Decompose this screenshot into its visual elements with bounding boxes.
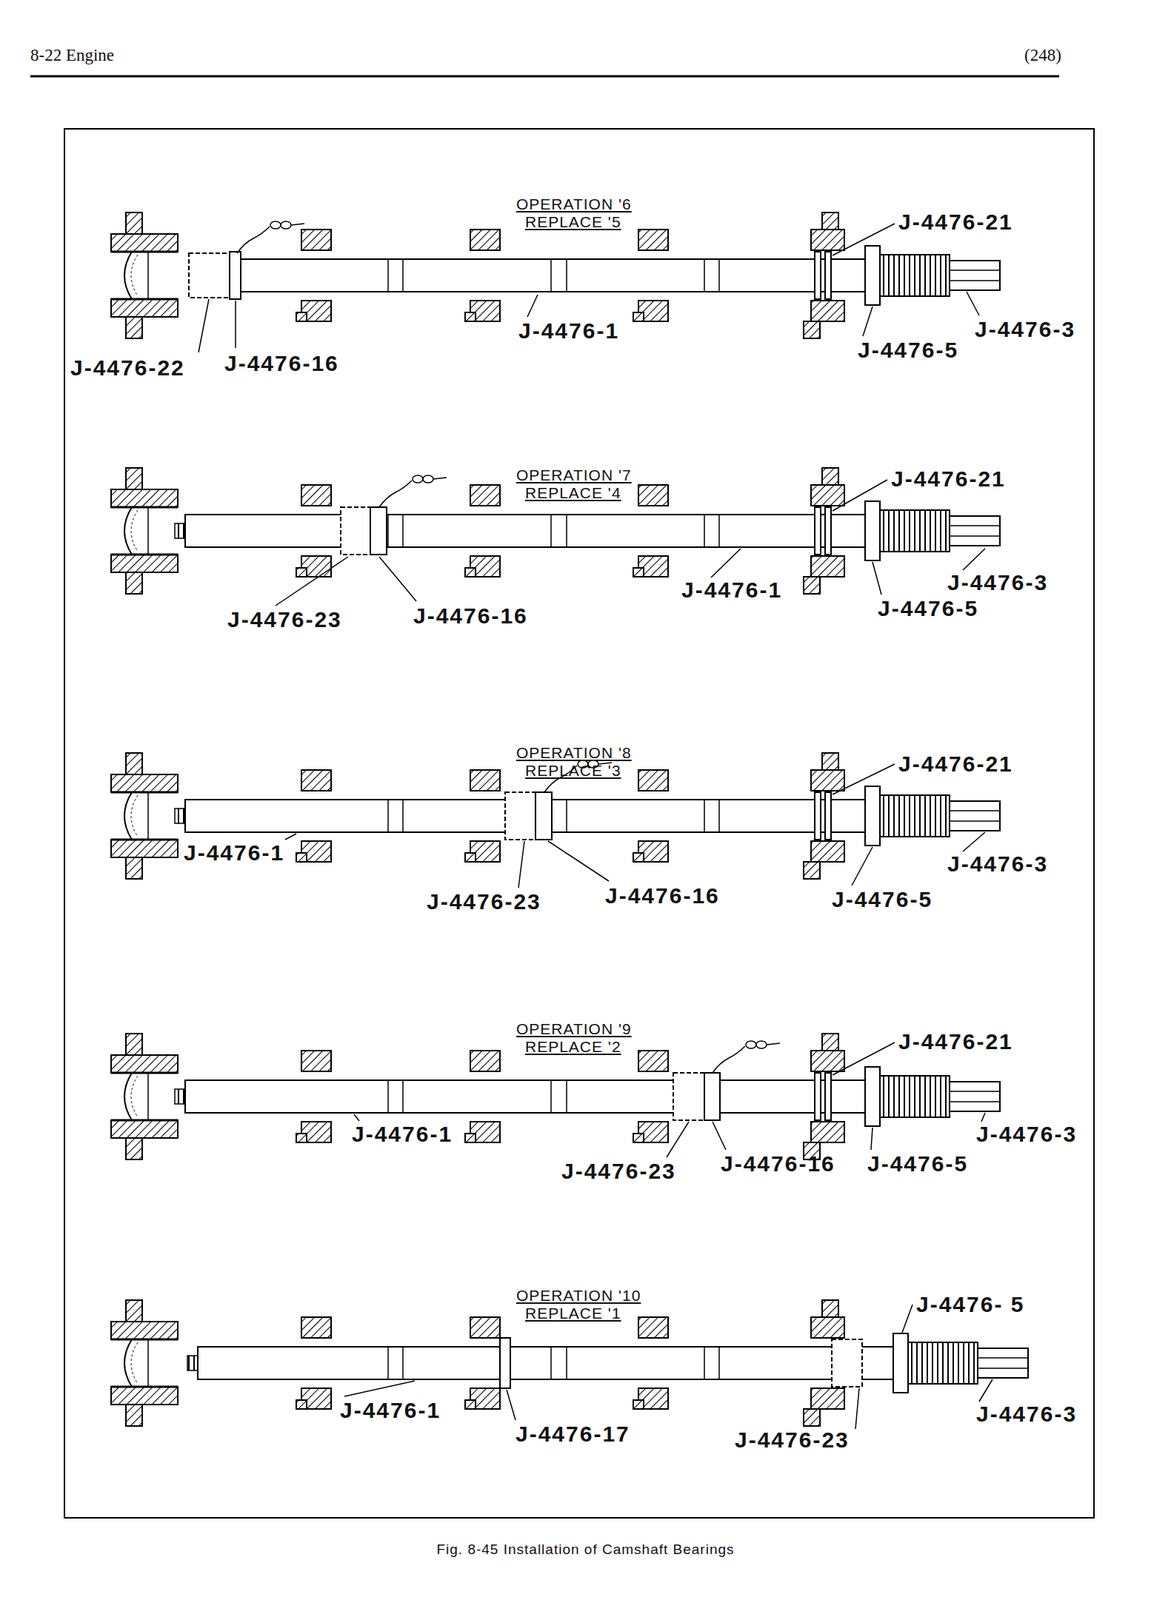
operation-label: OPERATION '8: [516, 744, 632, 763]
part-number: J-4476-5: [831, 887, 933, 914]
part-number: J-4476-23: [734, 1428, 850, 1454]
part-number: J-4476-1: [183, 840, 285, 867]
part-number: J-4476-3: [947, 570, 1049, 597]
operation-label: REPLACE '4: [525, 484, 622, 503]
part-number: J-4476-3: [974, 317, 1076, 343]
part-number: J-4476-3: [976, 1402, 1077, 1429]
part-number: J-4476-21: [898, 751, 1014, 778]
part-number: J-4476-3: [976, 1122, 1077, 1149]
page-header: 8-22 Engine: [30, 45, 115, 66]
part-number: J-4476-1: [339, 1398, 441, 1425]
part-number: J-4476-16: [413, 603, 529, 630]
page-header: (248): [1024, 45, 1062, 66]
operation-label: REPLACE '2: [525, 1038, 622, 1057]
part-number: J-4476- 5: [916, 1292, 1025, 1319]
part-number: J-4476-21: [898, 1029, 1014, 1056]
operation-label: OPERATION '6: [516, 195, 632, 214]
part-number: J-4476-21: [891, 466, 1006, 493]
part-number: J-4476-21: [898, 209, 1014, 236]
part-number: J-4476-1: [518, 318, 620, 345]
part-number: J-4476-1: [351, 1122, 453, 1149]
part-number: J-4476-23: [426, 889, 542, 916]
part-number: J-4476-23: [227, 607, 343, 634]
part-number: J-4476-23: [561, 1159, 677, 1186]
part-number: J-4476-5: [867, 1151, 969, 1178]
operation-label: REPLACE '5: [525, 213, 622, 232]
operation-label: OPERATION '7: [516, 466, 632, 485]
part-number: J-4476-5: [877, 596, 979, 623]
operation-label: REPLACE '1: [525, 1305, 622, 1323]
part-number: J-4476-22: [70, 355, 186, 382]
operation-label: REPLACE '3: [525, 762, 622, 780]
part-number: J-4476-16: [720, 1151, 836, 1178]
part-number: J-4476-17: [515, 1422, 631, 1449]
operation-label: OPERATION '9: [516, 1020, 632, 1039]
figure-caption: Fig. 8-45 Installation of Camshaft Beari…: [0, 1542, 1171, 1559]
part-number: J-4476-3: [947, 851, 1049, 878]
part-number: J-4476-1: [681, 577, 783, 604]
part-number: J-4476-16: [605, 883, 720, 910]
part-number: J-4476-16: [224, 351, 340, 378]
part-number: J-4476-5: [857, 337, 959, 364]
operation-label: OPERATION '10: [516, 1287, 641, 1306]
